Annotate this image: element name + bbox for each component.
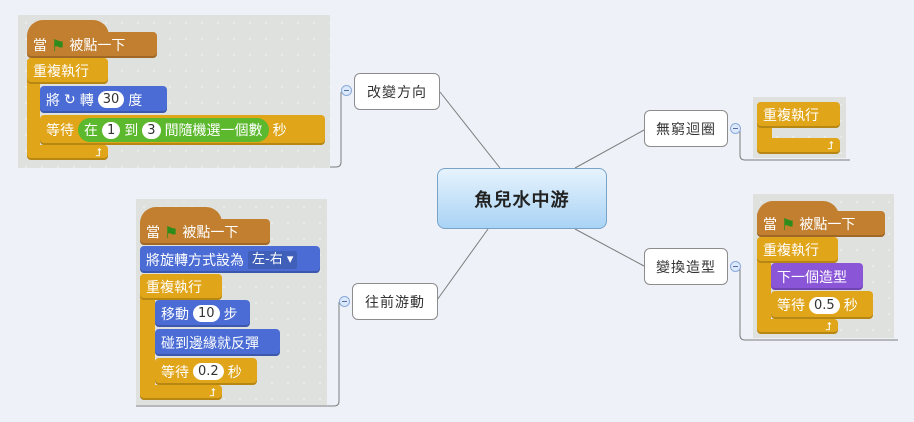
rotation-style-block: 將旋轉方式設為左-右 ▾: [140, 246, 320, 273]
block-text: 重複執行: [33, 64, 89, 80]
steps-input: 10: [193, 305, 220, 322]
topic-swim-forward[interactable]: 往前游動: [352, 283, 438, 320]
block-text: 轉: [79, 92, 94, 109]
topic-change-direction[interactable]: 改變方向: [354, 73, 440, 110]
block-text: 被點一下: [182, 225, 239, 241]
collapse-toggle-icon[interactable]: [730, 123, 741, 134]
block-text: 當: [146, 225, 160, 241]
rotate-clockwise-icon: ↻: [64, 91, 76, 108]
block-text: 重複執行: [763, 243, 819, 259]
green-flag-icon: ⚑: [781, 214, 796, 234]
block-text: 重複執行: [763, 108, 819, 124]
block-text: 間隨機選一個數: [164, 123, 263, 139]
block-text: 秒: [227, 364, 242, 381]
block-text: 在: [84, 123, 98, 139]
degree-input: 30: [97, 91, 125, 108]
when-flag-clicked-block: 當⚑被點一下: [27, 32, 157, 58]
seconds-input: 0.2: [193, 363, 224, 380]
next-costume-block: 下一個造型: [771, 263, 863, 290]
random-to-input: 3: [142, 121, 161, 139]
block-text: 秒: [843, 298, 858, 314]
block-text: 被點一下: [69, 38, 126, 54]
block-text: 當: [763, 217, 777, 233]
random-from-input: 1: [102, 121, 121, 139]
dropdown-value: 左-右: [252, 251, 283, 267]
green-flag-icon: ⚑: [51, 35, 66, 55]
when-flag-clicked-block: 當⚑被點一下: [140, 219, 270, 245]
forever-block: 重複執行: [140, 274, 222, 300]
forever-arm: [140, 274, 155, 398]
block-text: 秒: [272, 123, 287, 139]
block-text: 步: [223, 306, 238, 323]
seconds-input: 0.5: [809, 296, 840, 314]
block-text: 等待: [161, 364, 189, 381]
block-text: 將旋轉方式設為: [146, 252, 244, 269]
collapse-toggle-icon[interactable]: [730, 261, 741, 272]
collapse-toggle-icon[interactable]: [341, 85, 352, 96]
block-text: 到: [124, 123, 139, 139]
block-text: 等待: [777, 298, 805, 314]
forever-block: 重複執行: [27, 58, 108, 84]
rotation-style-dropdown: 左-右 ▾: [248, 250, 298, 269]
block-text: 等待: [46, 123, 74, 139]
topic-forever-loop[interactable]: 無窮迴圈: [644, 110, 728, 147]
central-topic[interactable]: 魚兒水中游: [437, 168, 607, 229]
loop-arrow-icon: ⮥: [757, 319, 838, 334]
block-text: 碰到邊緣就反彈: [161, 335, 259, 352]
when-flag-clicked-block: 當⚑被點一下: [757, 211, 885, 237]
block-text: 度: [128, 92, 143, 109]
green-flag-icon: ⚑: [164, 222, 179, 242]
block-text: 被點一下: [799, 217, 856, 233]
forever-block: 重複執行: [757, 237, 838, 263]
forever-block: 重複執行: [757, 102, 840, 128]
block-text: 重複執行: [146, 280, 202, 296]
block-text: 移動: [161, 306, 189, 323]
block-text: 將: [46, 92, 60, 109]
loop-arrow-icon: ⮥: [140, 385, 222, 400]
bounce-block: 碰到邊緣就反彈: [155, 329, 280, 356]
collapse-toggle-icon[interactable]: [339, 296, 350, 307]
loop-arrow-icon: ⮥: [757, 138, 840, 154]
block-text: 當: [33, 38, 47, 54]
topic-switch-costume[interactable]: 變換造型: [644, 248, 728, 285]
block-text: 下一個造型: [777, 269, 847, 286]
loop-arrow-icon: ⮥: [27, 145, 108, 160]
